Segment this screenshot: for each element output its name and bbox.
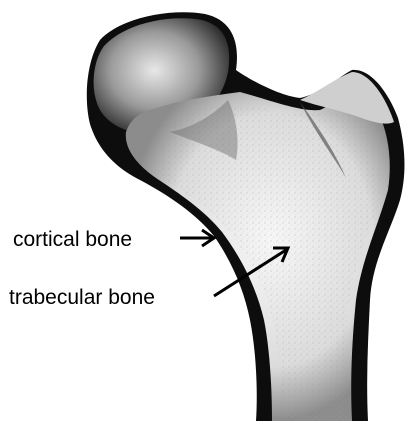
trabecular-bone-label: trabecular bone xyxy=(9,287,155,308)
cortical-bone-label: cortical bone xyxy=(13,229,132,250)
arrow-right-icon xyxy=(180,230,214,246)
